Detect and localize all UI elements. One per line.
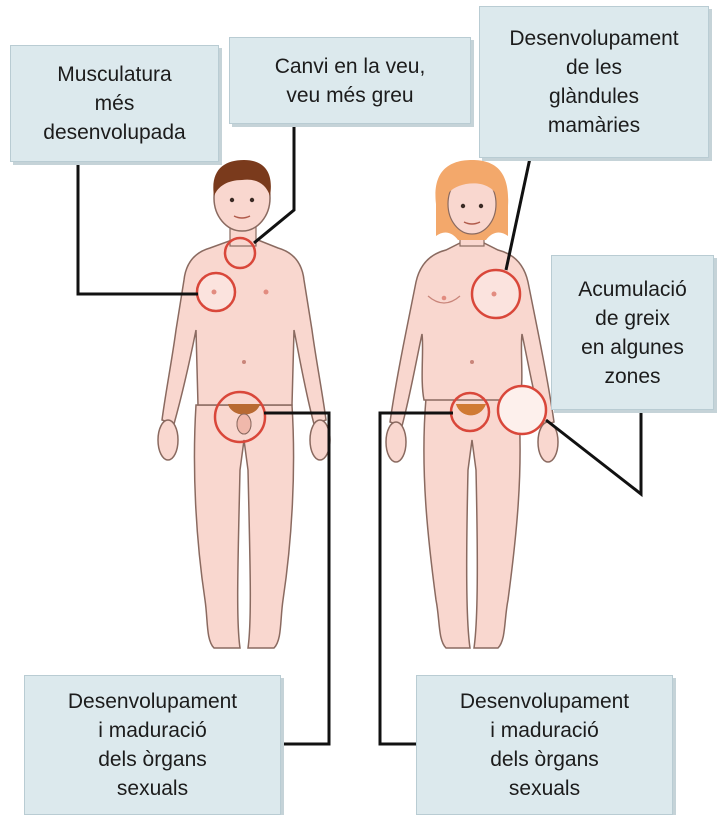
male-left-hand bbox=[157, 419, 179, 461]
label-line: sexuals bbox=[116, 777, 189, 800]
muscle-leader-line bbox=[76, 162, 198, 296]
male-organs-leader-line bbox=[264, 411, 331, 746]
label-line: de greix bbox=[595, 306, 670, 330]
label-line: Desenvolupament bbox=[67, 690, 238, 713]
female-legs bbox=[423, 397, 521, 649]
female-organs-leader-line bbox=[378, 411, 453, 746]
label-line: dels òrgans bbox=[490, 748, 599, 771]
fat-leader-line bbox=[545, 410, 643, 498]
male-right-hand bbox=[309, 419, 331, 461]
label-voice-change: Canvi en la veu, veu més greu bbox=[229, 37, 471, 124]
label-line: zones bbox=[604, 364, 661, 388]
label-male-sex-organs: Desenvolupament i maduració dels òrgans … bbox=[24, 675, 281, 815]
label-line: desenvolupada bbox=[43, 121, 186, 144]
male-genital-circle bbox=[213, 390, 267, 444]
breast-leader-line bbox=[504, 157, 532, 271]
label-line: de les bbox=[565, 56, 623, 79]
female-left-hand bbox=[385, 421, 407, 463]
male-legs bbox=[193, 404, 295, 649]
label-line: glàndules bbox=[549, 85, 639, 108]
female-hip-circle bbox=[496, 384, 548, 436]
voice-leader-line bbox=[253, 124, 296, 245]
leader-lines bbox=[76, 124, 643, 746]
label-muscle-development: Musculatura més desenvolupada bbox=[10, 45, 219, 162]
label-breast-development: Desenvolupament de les glàndules mamàrie… bbox=[479, 6, 709, 158]
label-line: més bbox=[94, 92, 135, 115]
label-line: mamàries bbox=[547, 114, 641, 137]
label-line: dels òrgans bbox=[98, 748, 207, 771]
male-hair bbox=[213, 160, 271, 196]
label-line: i maduració bbox=[490, 719, 599, 742]
label-line: Acumulació bbox=[578, 277, 687, 301]
label-line: Desenvolupament bbox=[459, 690, 630, 713]
label-line: sexuals bbox=[508, 777, 581, 800]
label-line: en algunes bbox=[581, 335, 684, 359]
male-throat-circle bbox=[223, 236, 257, 270]
label-line: Desenvolupament bbox=[509, 27, 679, 50]
label-line: Musculatura bbox=[57, 63, 172, 86]
label-line: veu més greu bbox=[286, 83, 414, 107]
label-line: Canvi en la veu, bbox=[274, 54, 426, 78]
label-line: i maduració bbox=[98, 719, 207, 742]
label-female-sex-organs: Desenvolupament i maduració dels òrgans … bbox=[416, 675, 673, 815]
male-figure bbox=[157, 160, 331, 649]
label-fat-accumulation: Acumulació de greix en algunes zones bbox=[551, 255, 714, 410]
